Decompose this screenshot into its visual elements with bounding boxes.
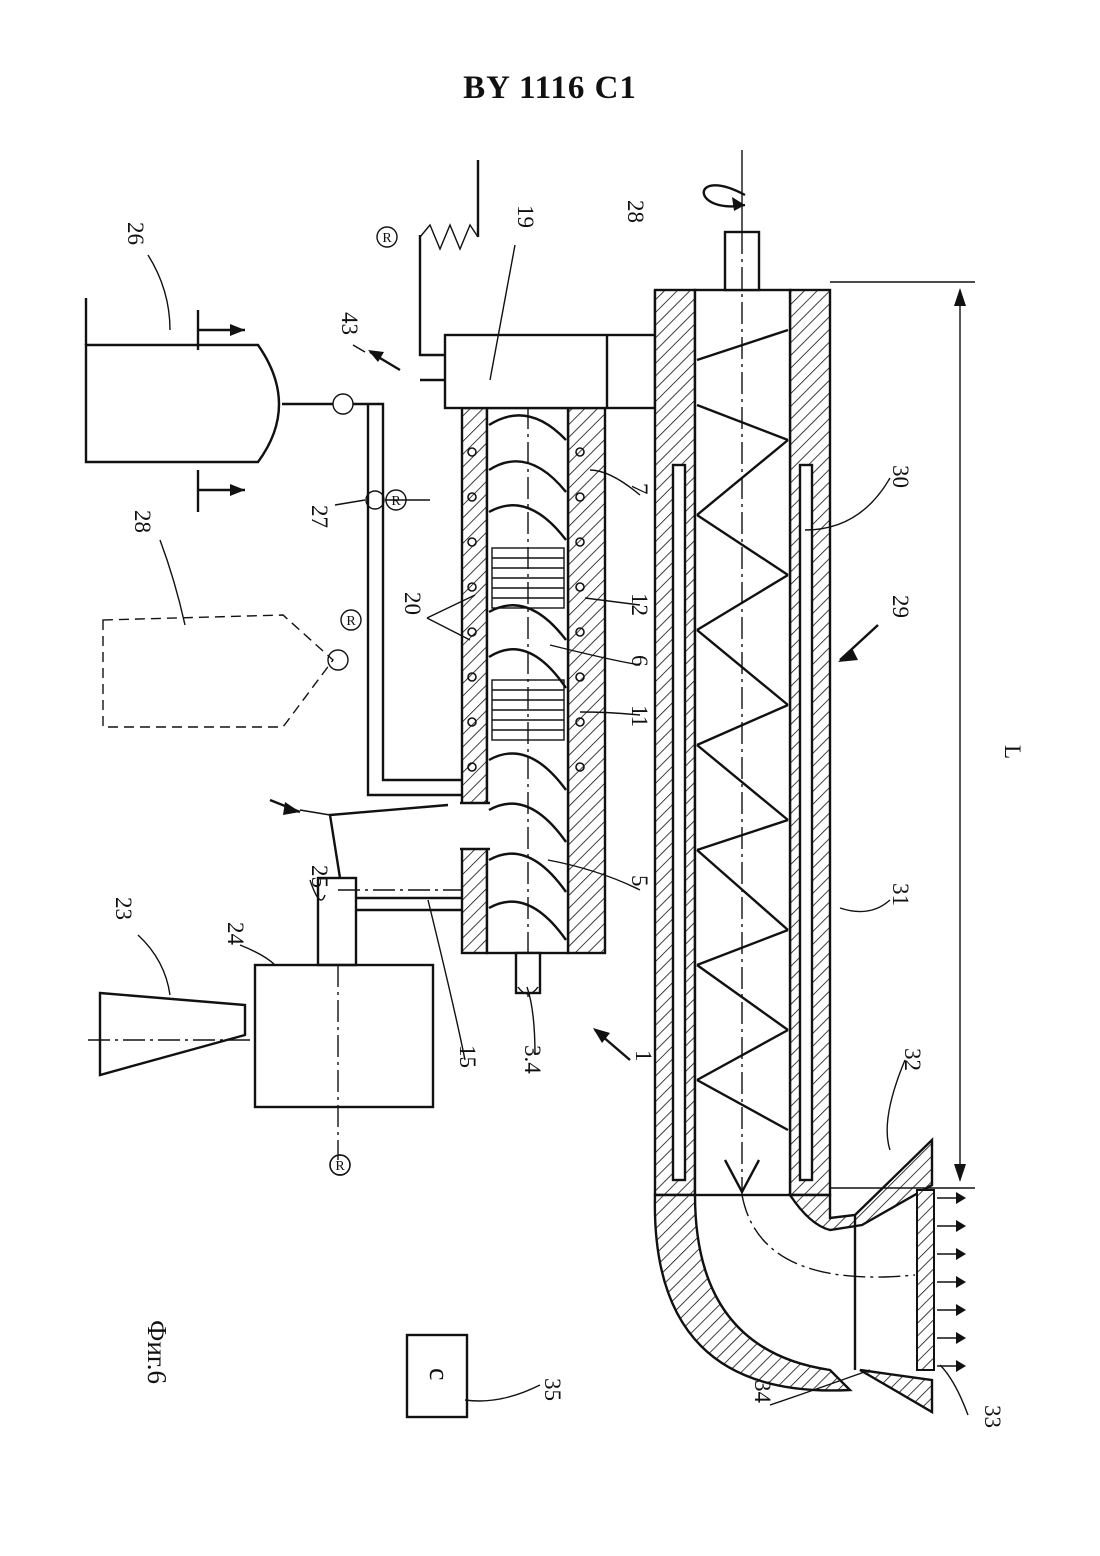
svg-text:29: 29 — [888, 595, 913, 618]
piping — [282, 394, 462, 795]
figure-caption: Фиг.6 — [142, 1320, 172, 1384]
controller-box-label: c — [423, 1368, 454, 1380]
svg-text:33: 33 — [980, 1405, 1005, 1428]
svg-text:30: 30 — [888, 465, 913, 488]
svg-text:20: 20 — [400, 592, 425, 615]
svg-text:25: 25 — [307, 865, 332, 888]
svg-text:23: 23 — [111, 897, 136, 920]
svg-text:7: 7 — [627, 483, 652, 495]
svg-text:27: 27 — [307, 505, 332, 528]
svg-text:19: 19 — [513, 205, 538, 228]
dimension-label: L — [1000, 745, 1025, 759]
svg-text:24: 24 — [223, 922, 248, 946]
r-symbol: R — [335, 1159, 345, 1174]
svg-text:26: 26 — [123, 222, 148, 245]
svg-text:28: 28 — [623, 200, 648, 223]
svg-text:1: 1 — [631, 1050, 656, 1062]
svg-text:43: 43 — [337, 312, 362, 335]
svg-text:34: 34 — [750, 1380, 775, 1404]
optional-tank — [103, 615, 348, 727]
svg-text:32: 32 — [900, 1048, 925, 1071]
feeder-unit — [88, 805, 462, 1175]
storage-tank — [86, 298, 279, 512]
r-symbol: R — [382, 231, 392, 246]
svg-text:35: 35 — [540, 1378, 565, 1401]
svg-text:5: 5 — [627, 875, 652, 887]
r-symbol: R — [391, 494, 401, 509]
r-symbol: R — [346, 614, 356, 629]
svg-text:11: 11 — [627, 705, 652, 727]
svg-text:28: 28 — [130, 510, 155, 533]
svg-text:15: 15 — [455, 1045, 480, 1068]
svg-text:31: 31 — [888, 883, 913, 906]
conveyor-dryer — [655, 150, 830, 1195]
extruder-barrel — [460, 372, 605, 998]
svg-text:3.4: 3.4 — [520, 1045, 545, 1074]
die-head — [445, 290, 655, 408]
